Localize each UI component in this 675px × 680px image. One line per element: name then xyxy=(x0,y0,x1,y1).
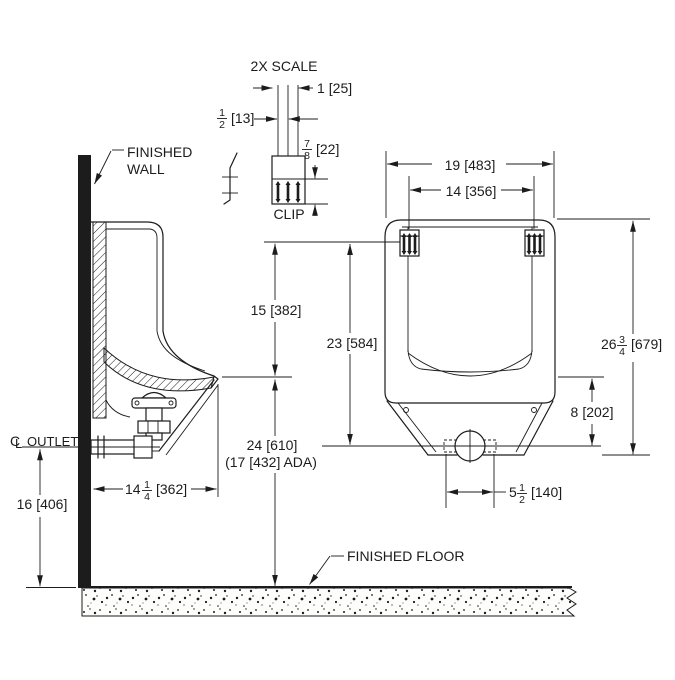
centerline-symbol: C xyxy=(10,433,20,449)
wall-label-line2: WALL xyxy=(127,161,165,177)
wall-leader-arrow xyxy=(94,150,112,185)
wall-section xyxy=(78,155,91,588)
side-view-urinal xyxy=(22,221,219,459)
china-back-section xyxy=(92,221,107,419)
svg-text:8: 8 xyxy=(304,150,310,162)
svg-text:24[610]: 24[610] xyxy=(247,437,298,453)
dim-top-to-rim: 15[382] xyxy=(251,243,302,376)
svg-text:[22]: [22] xyxy=(316,141,339,157)
basin-shelf-curve xyxy=(407,349,533,373)
dim-screw-spread: 1[25] xyxy=(253,80,352,96)
svg-text:4: 4 xyxy=(144,491,150,503)
svg-text:[140]: [140] xyxy=(531,484,562,500)
dim-clip-height: 7 8 [22] xyxy=(302,138,339,216)
svg-text:26: 26 xyxy=(601,336,617,352)
clip-detail-2x: 2X SCALE CLIP 1[25] 1 2 [13] 7 8 [22] xyxy=(217,58,352,222)
svg-text:1[25]: 1[25] xyxy=(317,80,352,96)
svg-text:14: 14 xyxy=(125,481,141,497)
drain-ear-left xyxy=(443,439,457,453)
dim-outlet-height: 16[406] xyxy=(17,449,68,587)
wall-label-line1: FINISHED xyxy=(127,144,192,160)
svg-text:14[356]: 14[356] xyxy=(446,183,497,199)
svg-text:[13]: [13] xyxy=(231,110,254,126)
floor-label: FINISHED FLOOR xyxy=(347,548,464,564)
drain-spud xyxy=(131,391,177,441)
scale-label: 2X SCALE xyxy=(251,58,318,74)
finished-floor: FINISHED FLOOR xyxy=(81,548,577,617)
front-body-outline xyxy=(384,219,556,404)
clip-label: CLIP xyxy=(273,206,304,222)
dim-overall-height: 26 3 4 [679] xyxy=(557,218,662,456)
svg-text:1: 1 xyxy=(219,107,225,119)
svg-text:16[406]: 16[406] xyxy=(17,496,68,512)
dim-overall-width: 19[483] xyxy=(385,151,555,218)
floor-leader-arrow xyxy=(309,555,331,585)
hanger-clip-left xyxy=(399,229,420,257)
svg-text:19[483]: 19[483] xyxy=(445,157,496,173)
svg-text:23[584]: 23[584] xyxy=(327,335,378,351)
svg-text:OUTLET: OUTLET xyxy=(27,434,78,449)
svg-text:7: 7 xyxy=(304,138,310,150)
svg-text:2: 2 xyxy=(519,494,525,506)
svg-text:8[202]: 8[202] xyxy=(571,404,614,420)
dim-lip-to-outlet: 8[202] xyxy=(558,376,614,446)
basin-lip-curve xyxy=(407,352,533,377)
svg-text:3: 3 xyxy=(619,334,625,346)
side-skirt-edge xyxy=(158,379,215,452)
dim-wall-to-front: 14 1 4 [362] xyxy=(93,479,217,503)
side-view-dimensions: 15[382] 23[584] 24[610] (17 [432] ADA) 1… xyxy=(10,241,400,588)
drain-ear-right xyxy=(483,439,497,453)
svg-text:4: 4 xyxy=(619,346,625,358)
dim-drain-bolt-spacing: 5 1 2 [140] xyxy=(445,454,562,508)
clip-side-symbol xyxy=(222,152,238,205)
svg-text:1: 1 xyxy=(144,479,150,491)
svg-text:2: 2 xyxy=(219,119,225,131)
hanger-clip-right xyxy=(524,229,545,257)
svg-text:[679]: [679] xyxy=(631,336,662,352)
side-profile-inner xyxy=(106,228,206,372)
svg-text:[362]: [362] xyxy=(156,481,187,497)
finished-wall: FINISHED WALL xyxy=(78,144,192,588)
dim-top-to-outlet: 23[584] xyxy=(327,244,378,445)
front-view-dimensions: 19[483] 14[356] 26 3 4 [679] 8[202] xyxy=(385,151,662,508)
dim-hanger-spacing: 14[356] xyxy=(408,176,535,229)
outlet-callout: C L OUTLET xyxy=(10,433,78,451)
skirt-hole-left xyxy=(403,407,409,413)
side-profile-outline xyxy=(90,221,219,389)
centerline-symbol-l: L xyxy=(15,436,22,451)
skirt-hole-right xyxy=(531,407,537,413)
svg-text:15[382]: 15[382] xyxy=(251,302,302,318)
svg-text:1: 1 xyxy=(519,482,525,494)
svg-text:(17 [432] ADA): (17 [432] ADA) xyxy=(225,454,317,470)
dim-screw-pitch: 1 2 [13] xyxy=(217,107,318,131)
front-view-urinal xyxy=(322,219,601,463)
svg-text:5: 5 xyxy=(509,484,517,500)
dim-rim-height: 24[610] (17 [432] ADA) xyxy=(225,379,317,586)
